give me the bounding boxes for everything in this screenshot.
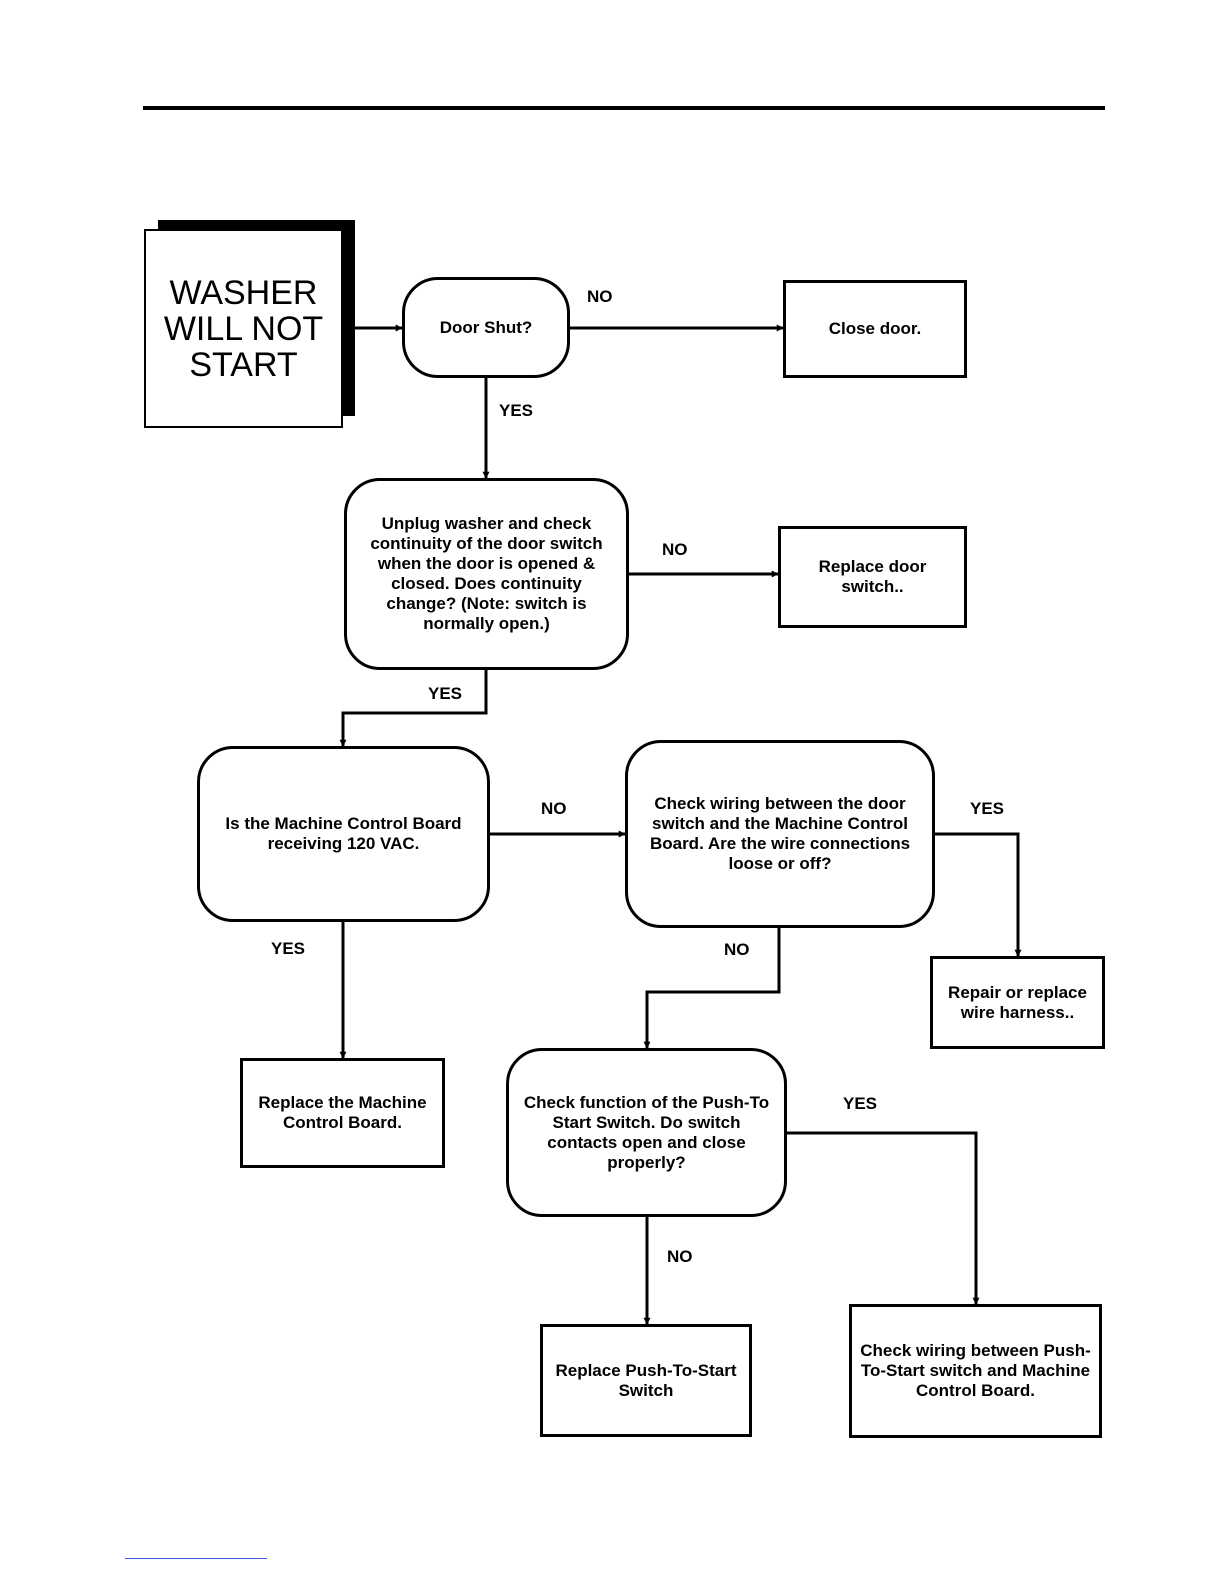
mcb-yes-label: YES [271,939,306,958]
arrow-wiring-no [643,928,781,1049]
wiring-no-label: NO [724,940,750,959]
unplug-yes-label: YES [428,684,463,703]
door-yes-label: YES [499,401,534,420]
start-box: WASHER WILL NOT START [144,229,343,428]
arrow-wiring-yes [935,832,1022,957]
door-no-label: NO [587,287,613,306]
unplug-no-label: NO [662,540,688,559]
header-rule [143,106,1105,110]
replace-mcb-box: Replace the Machine Control Board. [240,1058,445,1168]
check-push-to-start-decision: Check function of the Push-To Start Swit… [506,1048,787,1217]
door-shut-decision: Door Shut? [402,277,570,378]
unplug-check-decision: Unplug washer and check continuity of th… [344,478,629,670]
close-door-box: Close door. [783,280,967,378]
repair-harness-box: Repair or replace wire harness.. [930,956,1105,1049]
arrow-unplug-yes [339,670,488,747]
pts-yes-label: YES [843,1094,878,1113]
footer-link-underline [125,1558,267,1559]
check-wiring-door-decision: Check wiring between the door switch and… [625,740,935,928]
replace-push-to-start-box: Replace Push-To-Start Switch [540,1324,752,1437]
mcb-no-label: NO [541,799,567,818]
pts-no-label: NO [667,1247,693,1266]
wiring-yes-label: YES [970,799,1005,818]
arrow-pts-yes [787,1131,980,1305]
check-wiring-pts-box: Check wiring between Push- To-Start swit… [849,1304,1102,1438]
mcb-120vac-decision: Is the Machine Control Board receiving 1… [197,746,490,922]
replace-door-switch-box: Replace door switch.. [778,526,967,628]
